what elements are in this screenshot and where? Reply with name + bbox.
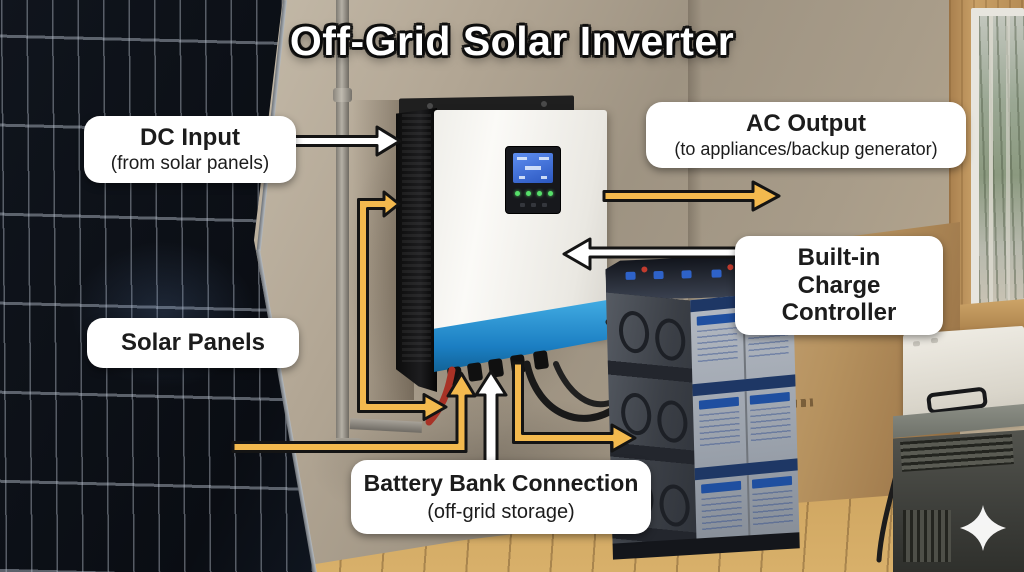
status-led: [548, 191, 553, 196]
lcd-reading: [517, 157, 527, 160]
panel-button: [520, 203, 525, 207]
cable-gland: [532, 350, 550, 370]
callout-dc-input-sublabel: (from solar panels): [110, 152, 270, 174]
status-led: [515, 191, 520, 196]
lcd-display: [513, 153, 553, 183]
callout-ac-output-label: AC Output: [746, 110, 866, 137]
battery-spec-text: [697, 326, 738, 363]
sparkle-logo-icon: [960, 505, 1006, 551]
terminal-cap: [653, 271, 663, 279]
callout-solar-panels-label: Solar Panels: [120, 329, 266, 356]
battery-row: [692, 374, 798, 469]
terminal-cap: [711, 269, 721, 277]
conduit-elbow: [336, 438, 364, 452]
lcd-reading: [519, 176, 525, 179]
battery-label: [701, 480, 742, 494]
panel-button: [542, 203, 547, 207]
battery-label: [751, 475, 793, 489]
solar-panel-reflection: [40, 217, 287, 412]
inverter-body: [434, 110, 607, 338]
battery-label: [749, 391, 790, 405]
status-led: [526, 191, 531, 196]
callout-ac-output: AC Output (to appliances/backup generato…: [646, 102, 966, 169]
callout-battery-bank-label: Battery Bank Connection: [363, 470, 639, 496]
callout-dc-input-label: DC Input: [140, 124, 240, 151]
heater-bracket: [913, 341, 920, 347]
battery-spec-text: [699, 410, 740, 447]
window: [949, 0, 1024, 342]
battery-label: [696, 312, 737, 326]
electrical-conduit: [336, 0, 349, 452]
cable-gland: [466, 362, 484, 382]
generator: [893, 386, 1024, 572]
bracket-hole: [427, 102, 433, 110]
lcd-reading: [539, 157, 549, 160]
battery-spec-text: [701, 494, 743, 531]
battery-spec-text: [750, 405, 791, 442]
battery-seam: [744, 391, 749, 464]
callout-ac-output-sublabel: (to appliances/backup generator): [674, 138, 938, 159]
vent-grille: [402, 114, 431, 362]
tree-view: [979, 16, 1024, 306]
status-led: [537, 191, 542, 196]
cable-gland: [509, 354, 527, 374]
callout-battery-bank-sublabel: (off-grid storage): [427, 501, 575, 524]
terminal-cap: [625, 272, 635, 280]
page-title: Off-Grid Solar Inverter: [289, 18, 735, 64]
terminal-cap: [681, 270, 691, 278]
cable-gland: [487, 358, 505, 378]
window-glass: [979, 16, 1024, 306]
inverter-side-vents: [396, 108, 437, 392]
generator-slats: [903, 510, 951, 562]
solar-inverter: [396, 95, 611, 392]
lcd-reading: [541, 176, 547, 179]
callout-charge-controller: Built-in Charge Controller: [735, 236, 943, 335]
conduit-coupling: [333, 88, 352, 102]
callout-charge-controller-line1: Built-in: [797, 244, 881, 271]
generator-front: [893, 430, 1024, 572]
lcd-reading: [525, 166, 541, 170]
generator-vents: [900, 434, 1014, 472]
birch-tree: [989, 16, 993, 306]
heater-bracket: [931, 337, 938, 344]
callout-dc-input: DC Input (from solar panels): [84, 116, 296, 184]
terminal-post-red: [727, 264, 733, 270]
panel-button: [531, 203, 536, 207]
cable-gland: [446, 366, 464, 386]
battery-label: [698, 396, 740, 410]
birch-tree: [1006, 16, 1010, 306]
callout-battery-bank: Battery Bank Connection (off-grid storag…: [351, 460, 651, 535]
battery-spec-text: [752, 489, 794, 526]
inverter-control-panel: [505, 146, 561, 214]
terminal-post-red: [641, 266, 647, 272]
callout-charge-controller-line2: Charge Controller: [781, 271, 897, 327]
bracket-hole: [541, 100, 547, 108]
callout-solar-panels: Solar Panels: [87, 318, 299, 368]
